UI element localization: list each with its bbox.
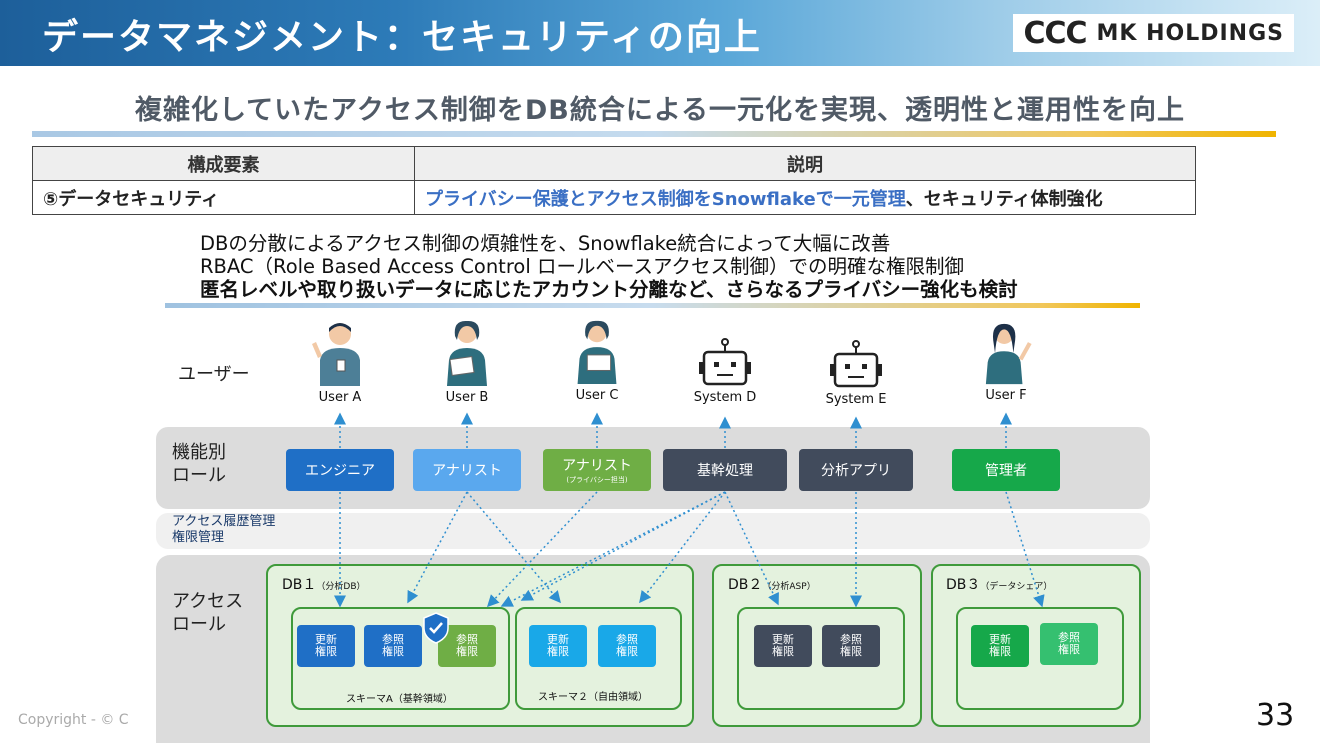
system-e: System E: [811, 340, 901, 407]
role-label: アナリスト: [562, 458, 632, 474]
component-table: 構成要素 説明 ⑤データセキュリティ プライバシー保護とアクセス制御をSnowf…: [32, 146, 1196, 215]
update-permission-2: 更新権限: [529, 625, 587, 667]
page-title: データマネジメント：セキュリティの向上: [42, 17, 762, 58]
update-permission-db3: 更新権限: [971, 625, 1029, 667]
role-label: 管理者: [985, 463, 1027, 479]
user-a: User A: [295, 318, 385, 405]
user-row-label: ユーザー: [178, 364, 250, 385]
table-cell-component: ⑤データセキュリティ: [32, 180, 415, 215]
bullet-item: DBの分散によるアクセス制御の煩雑性を、Snowflake統合によって大幅に改善: [200, 232, 891, 255]
access-role-label: アクセスロール: [172, 590, 243, 636]
reference-permission-a: 参照権限: [364, 625, 422, 667]
db3-title: DB３（データシェア）: [946, 577, 1053, 593]
table-cell-description: プライバシー保護とアクセス制御をSnowflakeで一元管理、セキュリティ体制強…: [414, 180, 1196, 215]
update-permission-db2: 更新権限: [754, 625, 812, 667]
person-badge-icon: [312, 323, 360, 386]
audit-label: アクセス履歴管理権限管理: [172, 514, 275, 546]
user-f: User F: [961, 322, 1051, 403]
logo-mark: CCC: [1023, 15, 1087, 51]
table-header-row: 構成要素 説明: [32, 146, 1196, 181]
schema-a-title: スキーマA（基幹領域）: [346, 694, 453, 705]
page-number: 33: [1256, 698, 1295, 733]
table-header-component: 構成要素: [32, 146, 415, 181]
role-label-line: ロール: [172, 465, 226, 486]
bullet-item: 匿名レベルや取り扱いデータに応じたアカウント分離など、さらなるプライバシー強化も…: [200, 278, 1018, 301]
role-label: エンジニア: [305, 463, 375, 479]
description-rest: 、セキュリティ体制強化: [905, 188, 1103, 210]
reference-permission-2: 参照権限: [598, 625, 656, 667]
slide-subtitle: 複雑化していたアクセス制御をDB統合による一元化を実現、透明性と運用性を向上: [134, 95, 1186, 126]
user-c: User C: [552, 318, 642, 403]
access-label-line: アクセス: [172, 591, 244, 612]
table-row: ⑤データセキュリティ プライバシー保護とアクセス制御をSnowflakeで一元管…: [32, 180, 1196, 215]
company-logo: CCC MK HOLDINGS: [1013, 14, 1294, 52]
functional-role-label: 機能別ロール: [172, 441, 226, 487]
role-core-processing: 基幹処理: [663, 449, 787, 491]
role-label-line: 機能別: [172, 442, 226, 463]
user-name: User F: [985, 388, 1027, 403]
role-label: 分析アプリ: [821, 463, 891, 479]
user-name: System D: [693, 390, 757, 405]
reference-permission-db2: 参照権限: [822, 625, 880, 667]
role-analytics-app: 分析アプリ: [799, 449, 913, 491]
table-header-description: 説明: [414, 146, 1196, 181]
person-waving-icon: [985, 323, 1032, 385]
bullet-divider: [165, 303, 1140, 308]
db1-title: DB１（分析DB）: [282, 577, 366, 593]
role-administrator: 管理者: [952, 449, 1060, 491]
shield-check-icon: [423, 612, 449, 644]
system-d: System D: [680, 338, 770, 405]
role-privacy-analyst: アナリスト (プライバシー担当): [543, 449, 651, 491]
user-b: User B: [422, 318, 512, 405]
user-name: User A: [318, 390, 362, 405]
update-permission-a: 更新権限: [297, 625, 355, 667]
user-name: User B: [445, 390, 489, 405]
user-name: System E: [825, 392, 887, 407]
bullet-list: DBの分散によるアクセス制御の煩雑性を、Snowflake統合によって大幅に改善…: [200, 232, 1018, 301]
robot-icon: [830, 340, 882, 388]
user-name: User C: [575, 388, 619, 403]
person-icon: [447, 320, 487, 386]
access-label-line: ロール: [172, 614, 226, 635]
schema-2-title: スキーマ２（自由領域）: [538, 692, 648, 703]
role-sublabel: (プライバシー担当): [566, 476, 628, 484]
role-label: 基幹処理: [697, 463, 753, 479]
person-icon: [577, 320, 617, 385]
bullet-item: RBAC（Role Based Access Control ロールベースアクセ…: [200, 255, 965, 278]
role-label: アナリスト: [432, 463, 502, 479]
db2-title: DB２（分析ASP）: [728, 577, 816, 593]
copyright-text: Copyright - © C: [18, 712, 129, 728]
role-engineer: エンジニア: [286, 449, 394, 491]
robot-icon: [699, 338, 751, 386]
audit-label-line: 権限管理: [172, 530, 225, 545]
description-highlight: プライバシー保護とアクセス制御をSnowflakeで一元管理: [425, 188, 906, 210]
reference-permission-db3: 参照権限: [1040, 623, 1098, 665]
logo-text: MK HOLDINGS: [1096, 20, 1284, 46]
subtitle-divider: [32, 131, 1276, 137]
audit-label-line: アクセス履歴管理: [172, 514, 276, 529]
role-analyst: アナリスト: [413, 449, 521, 491]
